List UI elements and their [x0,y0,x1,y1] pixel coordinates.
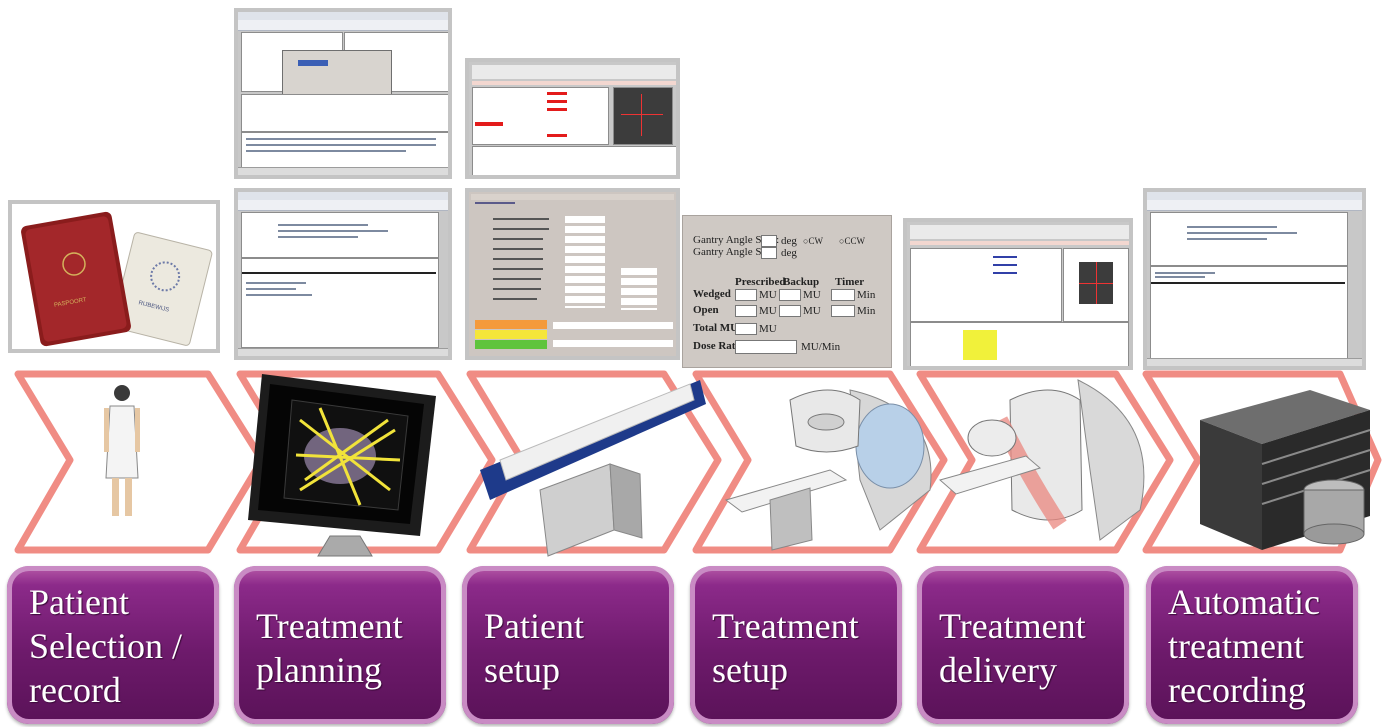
gantry-start-label: Gantry Angle Start: [693,234,780,246]
total-mu-unit: MU [759,323,777,335]
total-mu-field[interactable] [735,323,757,335]
step-label-4-line-2: setup [712,650,788,690]
open-label: Open [693,304,719,316]
cw-radio[interactable]: ○CW [803,236,823,246]
step-label-patient-setup: Patient setup [462,566,674,724]
step-label-patient-selection: Patient Selection / record [7,566,219,724]
planning-screenshot-bottom [234,188,452,360]
server-database-icon [1200,390,1371,550]
open-prescribed-unit: MU [759,305,777,317]
step-label-2-line-2: planning [256,650,382,690]
treatment-setup-form: Gantry Angle Start: deg ○CW ○CCW Gantry … [682,215,892,368]
step-label-3-line-1: Patient [484,606,584,646]
wedged-backup-unit: MU [803,289,821,301]
step-label-treatment-planning: Treatment planning [234,566,446,724]
wedged-backup-field[interactable] [779,289,801,301]
wedged-label: Wedged [693,288,731,300]
patient-setup-screenshot-top [465,58,680,179]
timer-header: Timer [835,276,865,288]
dose-rate-label: Dose Rate [693,340,741,352]
ccw-label: CCW [844,236,865,246]
gantry-stop-label: Gantry Angle Stop [693,246,776,258]
step-label-treatment-setup: Treatment setup [690,566,902,724]
open-timer-unit: Min [857,305,876,317]
patient-figure-icon [104,385,140,516]
step-label-5-line-1: Treatment [939,606,1086,646]
open-timer-field[interactable] [831,305,855,317]
treatment-couch-icon [480,380,706,557]
prescribed-header: Prescribed [735,276,786,288]
gantry-stop-field[interactable] [761,247,777,259]
ccw-radio[interactable]: ○CCW [839,236,865,246]
passport-photo: PASPOORT RIJBEWIJS [8,200,220,353]
step-label-6-line-1: Automatic [1168,582,1320,622]
process-flow-arrows [14,370,1382,557]
open-backup-field[interactable] [779,305,801,317]
recording-screenshot [1143,188,1366,370]
planning-screenshot-top [234,8,452,179]
planning-monitor-icon [248,374,436,557]
open-prescribed-field[interactable] [735,305,757,317]
passport-icon [21,211,213,347]
step-label-4-line-1: Treatment [712,606,859,646]
wedged-timer-unit: Min [857,289,876,301]
chevron-step-1 [14,370,266,554]
treatment-delivery-screenshot [903,218,1133,370]
wedged-timer-field[interactable] [831,289,855,301]
step-label-1-line-3: record [29,670,121,710]
wedged-prescribed-field[interactable] [735,289,757,301]
gantry-start-unit: deg [781,235,797,247]
total-mu-label: Total MU [693,322,739,334]
step-label-2-line-1: Treatment [256,606,403,646]
dose-rate-select[interactable] [735,340,797,354]
backup-header: Backup [783,276,820,288]
linac-icon [724,389,932,551]
gantry-start-field[interactable] [761,235,777,247]
open-backup-unit: MU [803,305,821,317]
wedged-prescribed-unit: MU [759,289,777,301]
step-label-3-line-2: setup [484,650,560,690]
cw-label: CW [808,236,823,246]
linac-gantry-icon [938,379,1145,541]
step-label-automatic-recording: Automatic treatment recording [1146,566,1358,724]
step-label-5-line-2: delivery [939,650,1057,690]
step-label-6-line-3: recording [1168,670,1306,710]
patient-setup-screenshot-bottom [465,188,680,360]
step-label-1-line-2: Selection / [29,626,182,666]
step-label-1-line-1: Patient [29,582,129,622]
dose-rate-unit: MU/Min [801,341,841,353]
gantry-stop-unit: deg [781,247,797,259]
step-label-6-line-2: treatment [1168,626,1304,666]
step-label-treatment-delivery: Treatment delivery [917,566,1129,724]
